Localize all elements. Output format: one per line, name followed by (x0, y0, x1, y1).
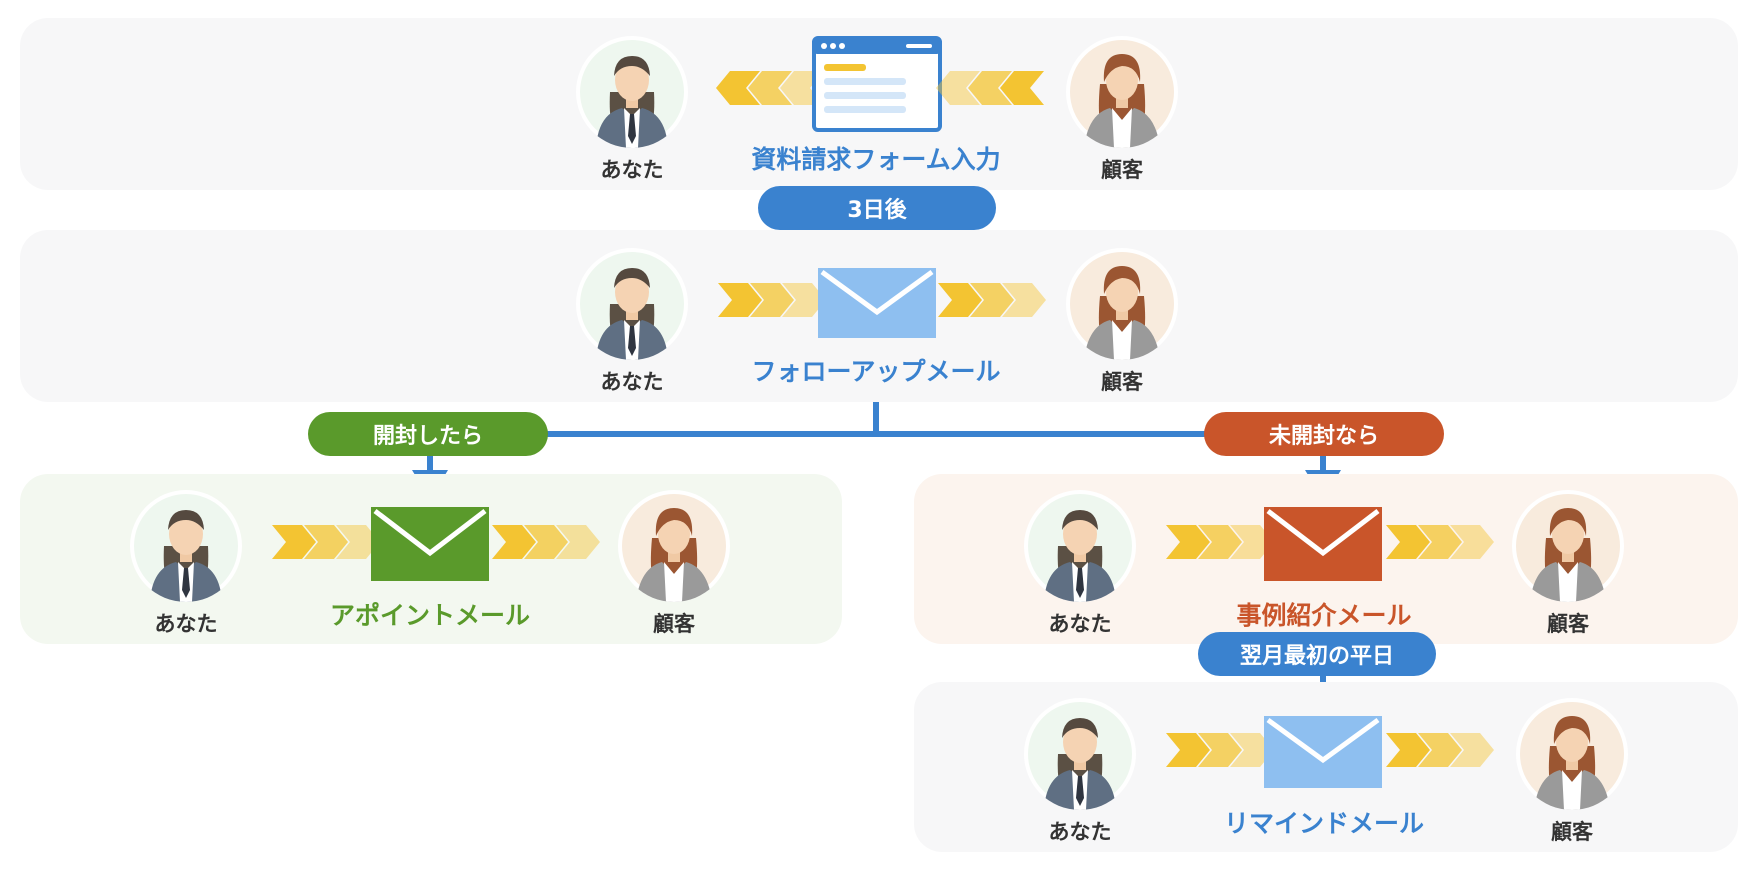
chevrons-right (1386, 733, 1494, 767)
chevrons-right (718, 283, 826, 317)
step-label-reminder: リマインドメール (1223, 809, 1424, 838)
you-label: あなた (1048, 612, 1112, 636)
customer-avatar (1512, 490, 1624, 602)
customer-label: 顧客 (1551, 820, 1593, 844)
businesswoman-icon (1070, 40, 1174, 148)
condition-after-3-days: 3日後 (758, 186, 996, 230)
step-label-case-study: 事例紹介メール (1236, 601, 1412, 630)
chevrons-right (938, 283, 1046, 317)
envelope-icon (818, 268, 936, 338)
step-label-appointment: アポイントメール (329, 601, 530, 630)
condition-if-opened: 開封したら (308, 412, 548, 456)
you-label: あなた (600, 158, 664, 182)
businesswoman-icon (622, 494, 726, 602)
envelope-icon (1264, 507, 1382, 581)
browser-form-icon (812, 36, 942, 132)
businesswoman-icon (1516, 494, 1620, 602)
chevrons-right (492, 525, 600, 559)
you-label: あなた (1048, 820, 1112, 844)
customer-avatar (1066, 248, 1178, 360)
you-label: あなた (600, 370, 664, 394)
you-avatar (1024, 490, 1136, 602)
customer-avatar (618, 490, 730, 602)
businessman-icon (1028, 494, 1132, 602)
customer-label: 顧客 (1101, 158, 1143, 182)
condition-if-unopened: 未開封なら (1204, 412, 1444, 456)
you-avatar (130, 490, 242, 602)
step-label-form: 資料請求フォーム入力 (751, 145, 1001, 174)
businessman-icon (1028, 702, 1132, 810)
envelope-icon (1264, 716, 1382, 788)
envelope-icon (371, 507, 489, 581)
businessman-icon (580, 252, 684, 360)
you-avatar (576, 248, 688, 360)
you-avatar (1024, 698, 1136, 810)
condition-first-weekday-next-month: 翌月最初の平日 (1198, 632, 1436, 676)
you-avatar (576, 36, 688, 148)
businessman-icon (580, 40, 684, 148)
chevrons-left (936, 71, 1044, 105)
customer-label: 顧客 (653, 612, 695, 636)
businesswoman-icon (1520, 702, 1624, 810)
businessman-icon (134, 494, 238, 602)
you-label: あなた (154, 612, 218, 636)
customer-avatar (1516, 698, 1628, 810)
customer-label: 顧客 (1101, 370, 1143, 394)
customer-avatar (1066, 36, 1178, 148)
businesswoman-icon (1070, 252, 1174, 360)
chevrons-right (272, 525, 380, 559)
step-label-followup: フォローアップメール (751, 357, 1001, 386)
chevrons-right (1386, 525, 1494, 559)
chevrons-right (1166, 733, 1274, 767)
customer-label: 顧客 (1547, 612, 1589, 636)
chevrons-right (1166, 525, 1274, 559)
chevrons-left (716, 71, 824, 105)
